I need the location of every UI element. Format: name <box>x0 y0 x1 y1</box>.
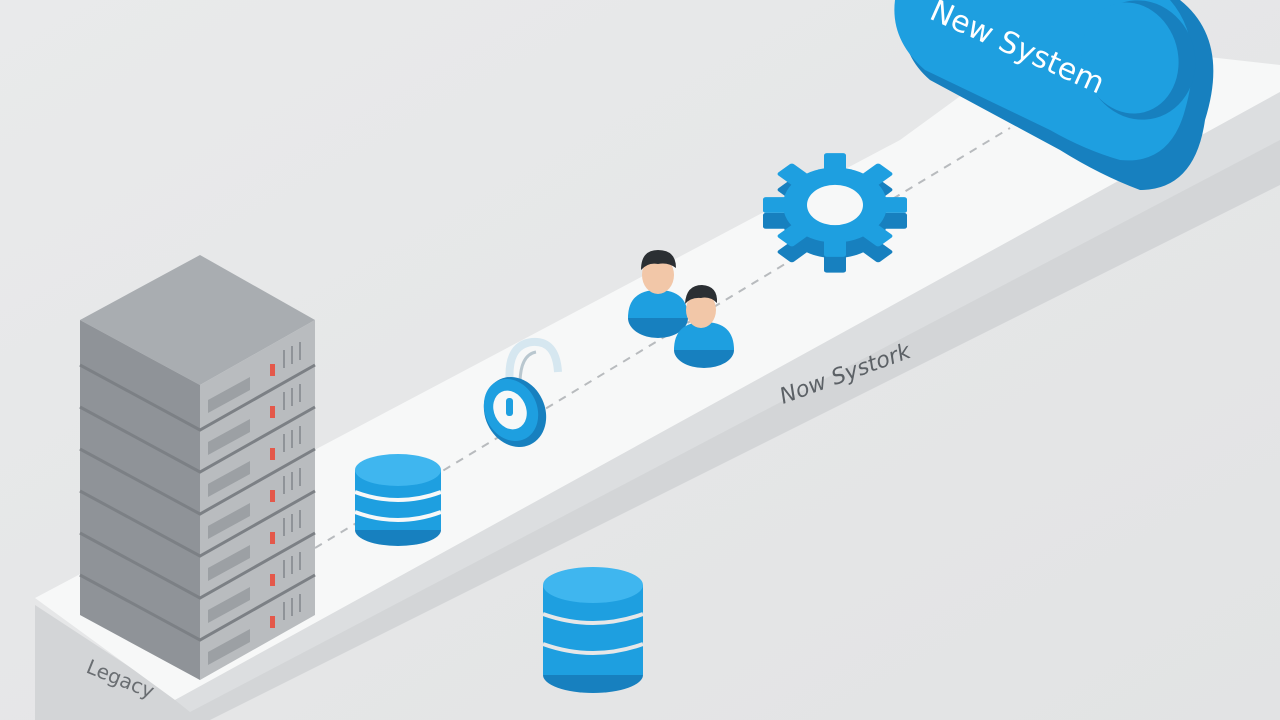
users-icon <box>628 250 734 368</box>
platform-top <box>35 38 1280 700</box>
gear-icon <box>763 153 907 273</box>
migration-platform <box>35 38 1280 720</box>
server-units <box>79 342 316 665</box>
server-rack-icon <box>79 255 316 680</box>
database-icon <box>542 567 644 693</box>
user-front <box>674 285 734 368</box>
platform-right-side <box>175 92 1280 712</box>
database-icon <box>354 454 442 546</box>
cloud-icon <box>894 0 1214 190</box>
padlock-icon <box>483 337 562 448</box>
user-back <box>628 250 688 338</box>
